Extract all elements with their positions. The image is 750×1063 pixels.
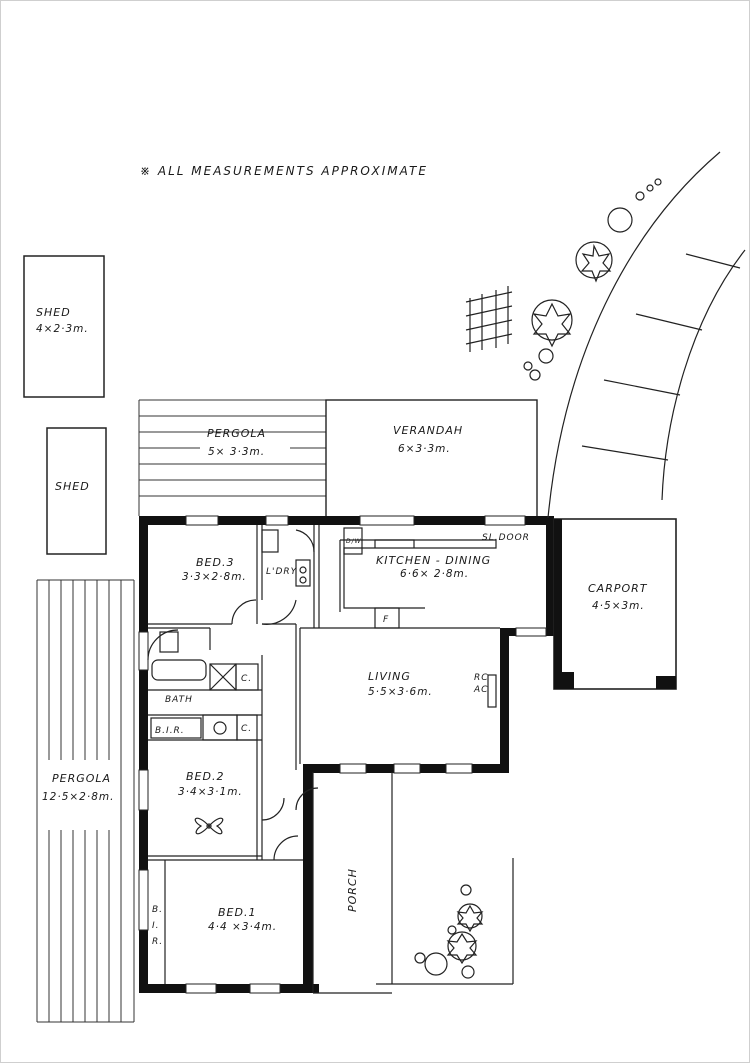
door-swings (147, 529, 319, 861)
bed3-dims: 3·3×2·8m. (182, 571, 247, 583)
carport-label: CARPORT (588, 582, 648, 595)
shed-1 (23, 255, 105, 398)
kitchen-label: KITCHEN - DINING (376, 554, 491, 567)
fridge-label: F (383, 615, 389, 625)
pergola-left-dims: 12·5×2·8m. (42, 791, 114, 803)
shed-2-label: SHED (55, 480, 90, 493)
sl-door-label: SL.DOOR (482, 533, 530, 543)
carport-dims: 4·5×3m. (592, 600, 645, 612)
windows (138, 515, 547, 994)
kitchen-dims: 6·6× 2·8m. (400, 568, 469, 580)
bir-left-label-3: R. (152, 937, 163, 947)
pergola-top-label: PERGOLA (207, 427, 266, 440)
bir-left-label-1: B. (152, 905, 163, 915)
closet-c1-label: C. (241, 674, 252, 684)
verandah (325, 399, 538, 518)
living-dims: 5·5×3·6m. (368, 686, 433, 698)
bed1-label: BED.1 (218, 906, 256, 919)
ceiling-fan-icon (194, 817, 224, 835)
carport (553, 518, 677, 690)
pergola-left-label: PERGOLA (52, 772, 111, 785)
bir-left-label-2: I. (152, 921, 160, 931)
shrubs-porch (414, 884, 484, 979)
pergola-left (36, 579, 135, 1023)
verandah-label: VERANDAH (393, 424, 463, 437)
driveway-curve (547, 151, 746, 519)
interior-walls (148, 525, 514, 994)
laundry-label: L'DRY (266, 567, 298, 577)
dishwasher-label: D/W (346, 538, 362, 545)
exterior-walls (139, 516, 554, 993)
pergola-top (138, 399, 327, 516)
shed-2 (46, 427, 107, 555)
closet-c2-label: C. (241, 724, 252, 734)
ac-label: AC (473, 685, 488, 695)
rc-label: RC (474, 673, 489, 683)
measurement-note: ※ ALL MEASUREMENTS APPROXIMATE (140, 164, 428, 178)
trellis (465, 286, 513, 352)
pergola-top-dims: 5× 3·3m. (208, 446, 265, 458)
shed-1-dims: 4×2·3m. (36, 323, 89, 335)
shed-1-label: SHED (36, 306, 71, 319)
fixtures (150, 527, 497, 741)
bed1-dims: 4·4 ×3·4m. (208, 921, 277, 933)
bir-top-label: B.I.R. (155, 726, 185, 736)
shrubs-top (523, 178, 662, 381)
bed2-label: BED.2 (186, 770, 224, 783)
verandah-dims: 6×3·3m. (398, 443, 451, 455)
bed2-dims: 3·4×3·1m. (178, 786, 243, 798)
porch-label: PORCH (346, 868, 359, 912)
bath-label: BATH (165, 695, 193, 705)
bed3-label: BED.3 (196, 556, 234, 569)
living-label: LIVING (368, 670, 411, 683)
